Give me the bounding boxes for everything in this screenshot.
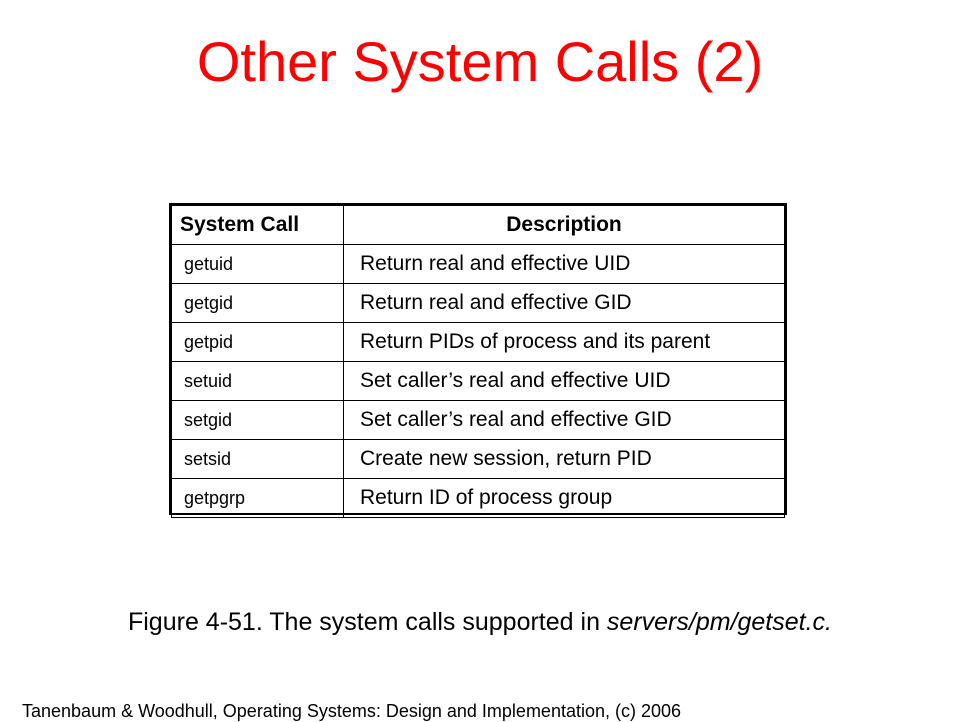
- system-call-name: getpgrp: [171, 478, 344, 518]
- table-row: getgid Return real and effective GID: [171, 283, 785, 323]
- system-call-description: Return real and effective GID: [343, 283, 785, 323]
- system-calls-grid: System Call Description getuid Return re…: [171, 205, 785, 518]
- system-call-name: setuid: [171, 361, 344, 401]
- system-call-description: Set caller’s real and effective UID: [343, 361, 785, 401]
- table-row: setsid Create new session, return PID: [171, 439, 785, 479]
- table-row: setuid Set caller’s real and effective U…: [171, 361, 785, 401]
- system-call-name: setgid: [171, 400, 344, 440]
- system-call-name: getgid: [171, 283, 344, 323]
- figure-caption: Figure 4-51. The system calls supported …: [0, 608, 960, 637]
- table-row: setgid Set caller’s real and effective G…: [171, 400, 785, 440]
- system-call-description: Return PIDs of process and its parent: [343, 322, 785, 362]
- table-row: getpid Return PIDs of process and its pa…: [171, 322, 785, 362]
- system-call-description: Return ID of process group: [343, 478, 785, 518]
- caption-file-path: servers/pm/getset.c.: [606, 608, 832, 636]
- system-calls-table: System Call Description getuid Return re…: [169, 203, 787, 518]
- system-call-description: Return real and effective UID: [343, 244, 785, 284]
- system-call-name: getuid: [171, 244, 344, 284]
- table-row: getpgrp Return ID of process group: [171, 478, 785, 518]
- system-call-description: Create new session, return PID: [343, 439, 785, 479]
- system-call-name: getpid: [171, 322, 344, 362]
- system-call-description: Set caller’s real and effective GID: [343, 400, 785, 440]
- system-call-name: setsid: [171, 439, 344, 479]
- header-description: Description: [343, 205, 785, 245]
- caption-text: Figure 4-51. The system calls supported …: [127, 608, 607, 636]
- slide-title: Other System Calls (2): [196, 30, 764, 93]
- table-row: getuid Return real and effective UID: [171, 244, 785, 284]
- header-system-call: System Call: [171, 205, 344, 245]
- table-header-row: System Call Description: [171, 205, 785, 245]
- copyright-footer: Tanenbaum & Woodhull, Operating Systems:…: [22, 701, 682, 721]
